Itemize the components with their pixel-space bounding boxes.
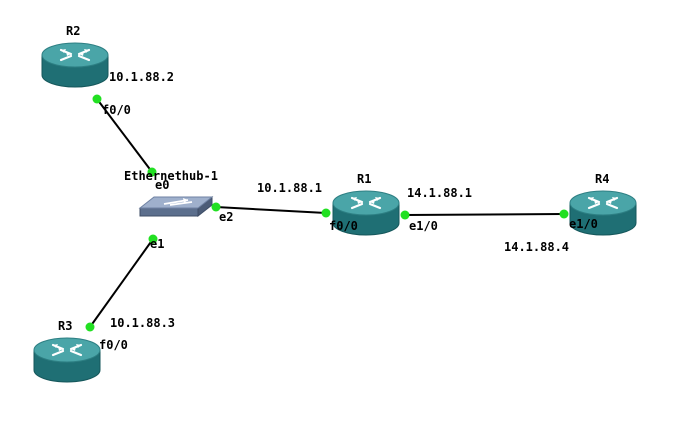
link-r1-r4[interactable]: [404, 213, 565, 216]
port-label-hub-e1: e1: [150, 237, 164, 251]
device-label-r2: R2: [66, 24, 80, 38]
ip-label-r1-wan: 14.1.88.1: [407, 186, 472, 200]
port-dot-r1-e1-0[interactable]: [400, 210, 410, 220]
links: [89, 98, 565, 328]
ip-label-r1-lan: 10.1.88.1: [257, 181, 322, 195]
link-r2-hub[interactable]: [96, 98, 153, 173]
ethernet-hub[interactable]: [139, 196, 213, 217]
ip-label-r2: 10.1.88.2: [109, 70, 174, 84]
device-label-hub: Ethernethub-1: [124, 169, 218, 183]
port-label-r1-f0-0: f0/0: [329, 219, 358, 233]
ethernet-hub-icon: [139, 196, 213, 217]
ip-label-r3: 10.1.88.3: [110, 316, 175, 330]
device-label-r4: R4: [595, 172, 609, 186]
router-icon: [32, 336, 102, 384]
ip-label-r4: 14.1.88.4: [504, 240, 569, 254]
port-dot-r4-e1-0[interactable]: [559, 209, 569, 219]
router-r3[interactable]: [32, 336, 102, 384]
router-r2[interactable]: [40, 41, 110, 89]
port-label-hub-e0: e0: [155, 178, 169, 192]
port-dot-r2-f0-0[interactable]: [92, 94, 102, 104]
port-label-r4-e1-0: e1/0: [569, 217, 598, 231]
port-dot-r1-f0-0[interactable]: [321, 208, 331, 218]
port-label-r3-f0-0: f0/0: [99, 338, 128, 352]
router-icon: [40, 41, 110, 89]
device-label-r1: R1: [357, 172, 371, 186]
port-dot-hub-e0[interactable]: [147, 167, 157, 177]
device-label-r3: R3: [58, 319, 72, 333]
port-label-r1-e1-0: e1/0: [409, 219, 438, 233]
port-label-r2-f0-0: f0/0: [102, 103, 131, 117]
port-label-hub-e2: e2: [219, 210, 233, 224]
port-dot-r3-f0-0[interactable]: [85, 322, 95, 332]
port-dot-hub-e1[interactable]: [148, 234, 158, 244]
link-hub-r3[interactable]: [89, 238, 154, 328]
port-dots: [85, 94, 569, 332]
port-dot-hub-e2[interactable]: [211, 202, 221, 212]
link-hub-r1[interactable]: [215, 206, 327, 214]
